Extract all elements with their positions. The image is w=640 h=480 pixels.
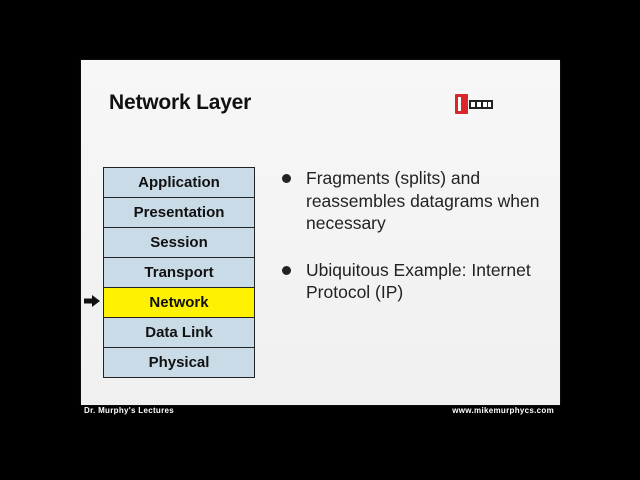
bullet-item: Fragments (splits) and reassembles datag… [281, 167, 551, 235]
osi-layer-session: Session [104, 227, 254, 257]
footer-website: www.mikemurphycs.com [452, 406, 554, 415]
red-book-logo-icon [455, 94, 493, 114]
osi-layer-physical: Physical [104, 347, 254, 377]
bullet-dot-icon [282, 174, 291, 183]
right-arrow-icon [84, 295, 100, 307]
bullet-text: Ubiquitous Example: Internet Protocol (I… [306, 259, 531, 303]
osi-layer-presentation: Presentation [104, 197, 254, 227]
osi-layer-application: Application [104, 168, 254, 197]
osi-layer-network: Network [104, 287, 254, 317]
bullet-dot-icon [282, 265, 291, 275]
bullet-list: Fragments (splits) and reassembles datag… [281, 167, 551, 328]
slide-title: Network Layer [109, 91, 252, 114]
bullet-text: Fragments (splits) and reassembles datag… [306, 168, 540, 233]
osi-layer-transport: Transport [104, 257, 254, 287]
bullet-item: Ubiquitous Example: Internet Protocol (I… [281, 259, 551, 304]
footer-lecturer-name: Dr. Murphy's Lectures [84, 406, 175, 415]
osi-layer-data-link: Data Link [104, 317, 254, 347]
